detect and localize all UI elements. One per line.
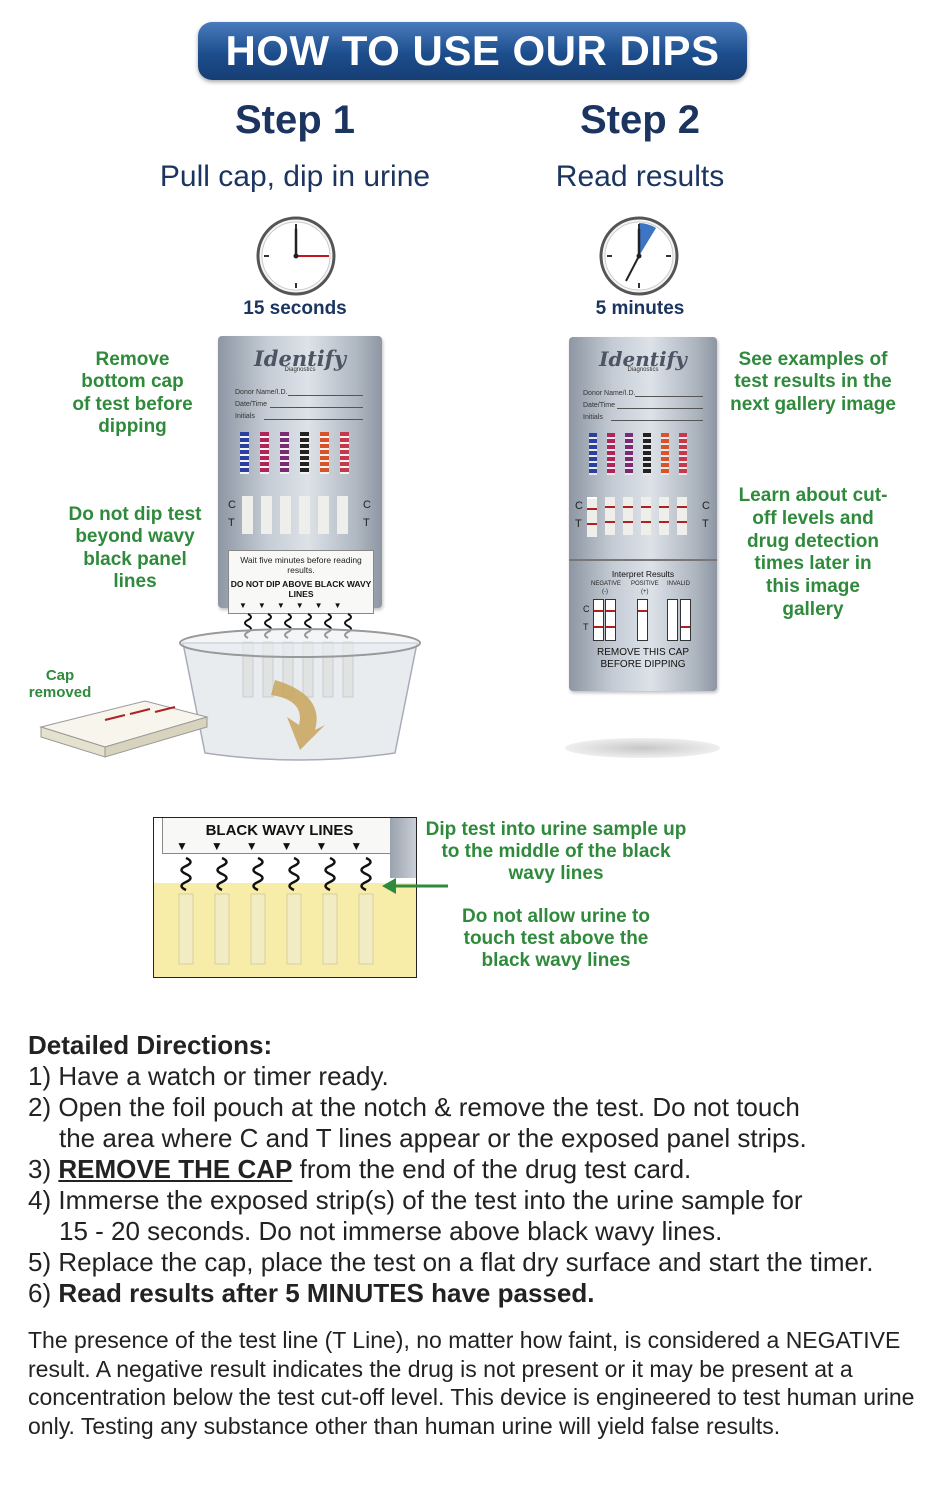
interpret-results: Interpret Results — [611, 569, 675, 579]
step2-timer-label: 5 minutes — [595, 298, 685, 319]
step2-subtitle: Read results — [555, 160, 725, 193]
brand-sub: Diagnostics — [284, 367, 316, 373]
date-field-label: Date/Time — [235, 401, 268, 408]
note-dip-depth: Dip test into urine sample up to the mid… — [425, 819, 687, 884]
direction-step-5: 5) Replace the cap, place the test on a … — [28, 1247, 874, 1277]
detailed-directions: Detailed Directions: 1) Have a watch or … — [28, 1030, 938, 1309]
direction-step-4a: 4) Immerse the exposed strip(s) of the t… — [28, 1185, 803, 1215]
note-do-not-touch: Do not allow urine to touch test above t… — [462, 906, 650, 971]
cap-removed-label: Cap removed — [28, 667, 92, 701]
direction-step-1: 1) Have a watch or timer ready. — [28, 1061, 389, 1091]
note-cutoff-levels: Learn about cut-off levels and drug dete… — [738, 485, 888, 620]
direction-step-2b: the area where C and T lines appear or t… — [59, 1123, 807, 1153]
step1-card-illustration: Identify Diagnostics Donor Name/I.D. Dat… — [210, 336, 390, 756]
negative-sign: (-) — [602, 589, 608, 595]
direction-step-2a: 2) Open the foil pouch at the notch & re… — [28, 1092, 800, 1122]
brand-logo-2: Identify — [599, 347, 687, 371]
card-t-label-right: T — [363, 517, 370, 529]
urine-cup — [179, 628, 421, 761]
negative-label: NEGATIVE — [591, 581, 621, 587]
legend-c-label: C — [583, 604, 590, 614]
read-results-emphasis: Read results after 5 MINUTES have passed… — [58, 1278, 595, 1308]
direction-step-4b: 15 - 20 seconds. Do not immerse above bl… — [59, 1216, 723, 1246]
step2-title: Step 2 — [579, 98, 701, 142]
brand-sub-2: Diagnostics — [627, 367, 659, 373]
invalid-label: INVALID — [667, 581, 690, 587]
remove-cap-emphasis: REMOVE THE CAP — [58, 1154, 293, 1184]
step1-title: Step 1 — [234, 98, 356, 142]
step1-subtitle: Pull cap, dip in urine — [159, 160, 431, 193]
dip-closeup-panel: BLACK WAVY LINES ▼▼▼▼▼▼ — [153, 817, 417, 978]
removed-cap — [39, 700, 209, 758]
wait-text: Wait five minutes before reading results… — [240, 555, 362, 575]
closeup-header: BLACK WAVY LINES — [205, 822, 354, 839]
positive-sign: (+) — [641, 589, 649, 595]
dip-warning: DO NOT DIP ABOVE BLACK WAVY LINES — [230, 579, 372, 599]
card-c-label: C — [228, 499, 236, 511]
initials-field-label-2: Initials — [583, 414, 603, 421]
directions-heading: Detailed Directions: — [28, 1030, 273, 1060]
clock-icon-step2 — [599, 216, 679, 296]
brand-logo: Identify — [253, 346, 347, 371]
step1-timer-label: 15 seconds — [243, 298, 347, 319]
pointer-arrow-icon — [382, 878, 448, 894]
card2-c-label-right: C — [702, 500, 710, 512]
remove-cap-text: REMOVE THIS CAP BEFORE DIPPING — [596, 647, 690, 670]
card2-t-label-right: T — [702, 518, 709, 530]
card-shadow — [565, 738, 720, 758]
card2-t-label: T — [575, 518, 582, 530]
note-see-examples: See examples of test results in the next… — [730, 349, 896, 415]
card-t-label: T — [228, 517, 235, 529]
date-field-label-2: Date/Time — [583, 402, 616, 409]
note-do-not-dip: Do not dip test beyond wavy black panel … — [68, 504, 202, 593]
direction-step-3: 3) REMOVE THE CAP from the end of the dr… — [28, 1154, 692, 1184]
card2-c-label: C — [575, 500, 583, 512]
page-banner: HOW TO USE OUR DIPS — [198, 22, 747, 80]
positive-label: POSITIVE — [631, 581, 659, 587]
note-remove-cap: Remove bottom cap of test before dipping — [72, 349, 193, 438]
initials-field-label: Initials — [235, 413, 255, 420]
donor-field-label: Donor Name/I.D. — [235, 389, 288, 396]
direction-step-6: 6) Read results after 5 MINUTES have pas… — [28, 1278, 595, 1308]
donor-field-label-2: Donor Name/I.D. — [583, 390, 636, 397]
arrow-icon — [271, 680, 325, 750]
card-c-label-right: C — [363, 499, 371, 511]
step2-test-card: Identify Diagnostics Donor Name/I.D. Dat… — [569, 337, 717, 691]
legend-t-label: T — [583, 622, 589, 632]
clock-icon-step1 — [256, 216, 336, 296]
disclaimer-paragraph: The presence of the test line (T Line), … — [28, 1327, 915, 1439]
